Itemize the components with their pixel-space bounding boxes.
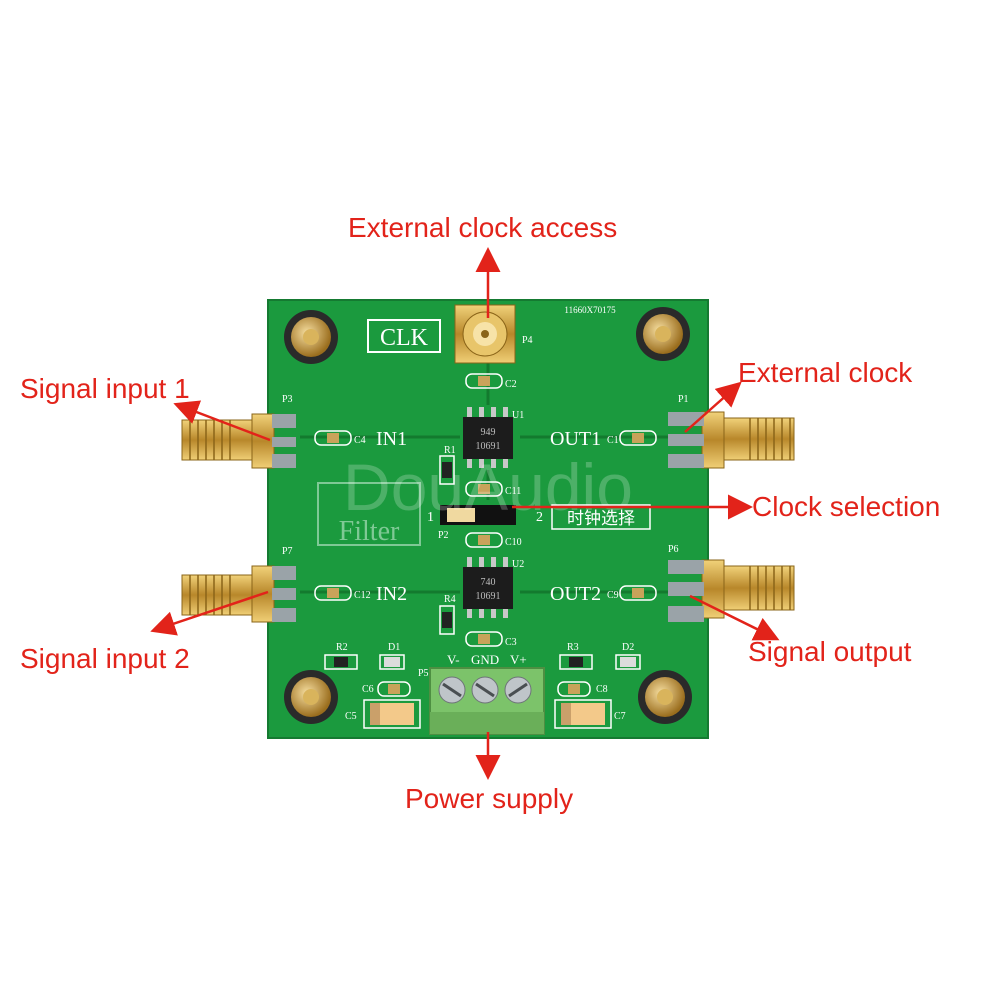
ref-u1: U1 — [512, 410, 524, 421]
ref-p6: P6 — [668, 544, 679, 555]
callout-clock-selection: Clock selection — [752, 491, 941, 522]
chip-u2: 740 10691 — [463, 557, 513, 618]
standoff-top-right — [636, 307, 690, 361]
clk-label-box — [367, 319, 441, 353]
standoff-top-left — [284, 310, 338, 364]
ref-r1: R1 — [444, 445, 456, 456]
callout-arrows — [150, 247, 780, 780]
arrow-external-clock — [684, 381, 742, 433]
chip-u1-line2: 10691 — [476, 441, 501, 452]
arrow-signal-input-2 — [150, 590, 269, 636]
label-v-plus: V+ — [510, 652, 527, 667]
label-in1: IN1 — [376, 428, 407, 450]
ref-c9: C9 — [607, 590, 619, 601]
chip-u1: 949 10691 — [463, 407, 513, 468]
arrow-signal-input-1 — [173, 400, 271, 442]
callout-external-clock-access: External clock access — [348, 212, 618, 243]
sma-connector-out2 — [668, 559, 795, 622]
watermark: DouAudio — [343, 450, 633, 524]
arrow-signal-output — [689, 594, 780, 641]
sma-connector-clk — [454, 304, 516, 364]
ref-c11: C11 — [505, 486, 521, 497]
sma-connector-in2 — [181, 565, 296, 623]
callout-power-supply: Power supply — [405, 783, 574, 814]
ref-p4: P4 — [522, 335, 533, 346]
power-terminal-block — [429, 667, 545, 735]
ref-r3: R3 — [567, 642, 579, 653]
label-in2: IN2 — [376, 583, 407, 605]
ref-c7: C7 — [614, 711, 626, 722]
ref-r4: R4 — [444, 594, 456, 605]
chip-u2-line1: 740 — [481, 577, 496, 588]
ref-d1: D1 — [388, 642, 400, 653]
ref-r2: R2 — [336, 642, 348, 653]
ref-c8: C8 — [596, 684, 608, 695]
filter-label-box — [317, 482, 421, 546]
jumper-label-2: 2 — [536, 510, 543, 525]
filter-label: Filter — [339, 516, 400, 547]
ref-d2: D2 — [622, 642, 634, 653]
clk-label: CLK — [380, 325, 429, 351]
ref-c4: C4 — [354, 435, 366, 446]
label-gnd: GND — [471, 652, 499, 667]
callout-signal-output: Signal output — [748, 636, 912, 667]
callout-external-clock: External clock — [738, 357, 913, 388]
clock-select-cn: 时钟选择 — [567, 509, 635, 529]
chip-u1-line1: 949 — [481, 427, 496, 438]
standoff-bottom-left — [284, 670, 338, 724]
callout-signal-input-2: Signal input 2 — [20, 643, 190, 674]
label-out1: OUT1 — [550, 428, 601, 450]
ref-c5: C5 — [345, 711, 357, 722]
standoff-bottom-right — [638, 670, 692, 724]
ref-p5: P5 — [418, 668, 429, 679]
ref-p2: P2 — [438, 530, 449, 541]
ref-c6: C6 — [362, 684, 374, 695]
jumper-label-1: 1 — [427, 510, 434, 525]
label-out2: OUT2 — [550, 583, 601, 605]
ref-c1: C1 — [607, 435, 619, 446]
ref-p7: P7 — [282, 546, 293, 557]
label-v-minus: V- — [447, 652, 460, 667]
jumper-cap — [447, 508, 475, 522]
serial-number: 11660X70175 — [564, 305, 616, 315]
ref-c3: C3 — [505, 637, 517, 648]
ref-p3: P3 — [282, 394, 293, 405]
chip-u2-line2: 10691 — [476, 591, 501, 602]
ref-c10: C10 — [505, 537, 522, 548]
clock-select-box — [551, 504, 651, 530]
sma-connector-in1 — [181, 413, 296, 469]
ref-p1: P1 — [678, 394, 689, 405]
sma-connector-out1 — [668, 411, 795, 469]
ref-c2: C2 — [505, 379, 517, 390]
callout-signal-input-1: Signal input 1 — [20, 373, 190, 404]
ref-c12: C12 — [354, 590, 371, 601]
ref-u2: U2 — [512, 559, 524, 570]
